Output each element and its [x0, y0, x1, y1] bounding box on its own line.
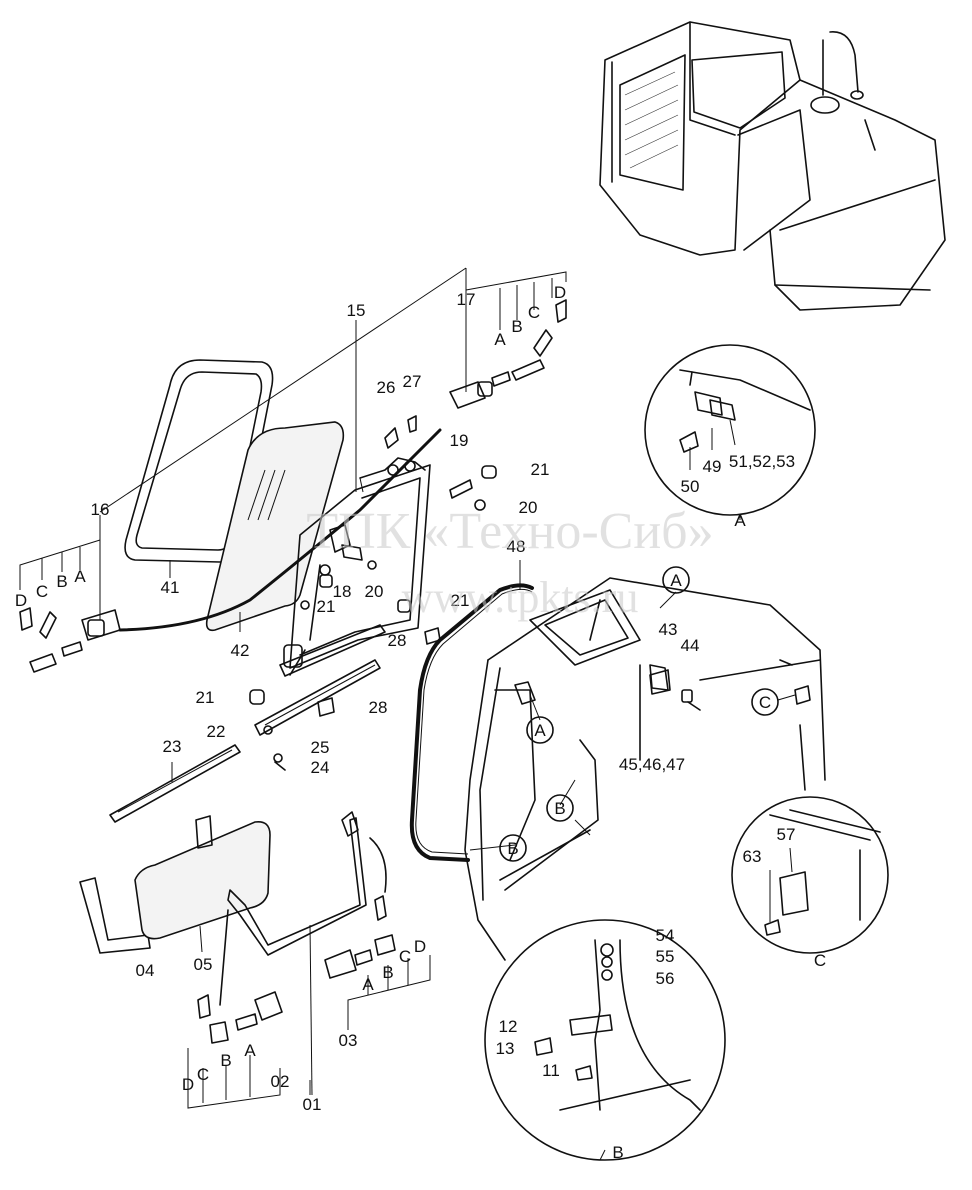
callout-19: 19: [450, 431, 469, 450]
callout-12: 12: [499, 1017, 518, 1036]
marker-c: C: [759, 693, 771, 712]
part-02-a: A: [244, 1041, 256, 1060]
callout-49: 49: [703, 457, 722, 476]
callout-63: 63: [743, 847, 762, 866]
detail-view-b: [484, 919, 726, 1161]
part-17-d: D: [554, 283, 566, 302]
leader-brackets: [19, 267, 796, 1109]
part-03-a: A: [362, 975, 374, 994]
callout-55: 55: [656, 947, 675, 966]
cab-frame: [464, 577, 826, 961]
marker-b-right: B: [554, 799, 565, 818]
callout-20-left: 20: [365, 582, 384, 601]
callout-28-top: 28: [388, 631, 407, 650]
rail-22: [254, 659, 381, 736]
overview-excavator: [599, 21, 946, 311]
callout-26: 26: [377, 378, 396, 397]
callout-24: 24: [311, 758, 330, 777]
part-16-d: D: [15, 591, 27, 610]
callout-18: 18: [333, 582, 352, 601]
callout-04: 04: [136, 961, 155, 980]
callout-28-bottom: 28: [369, 698, 388, 717]
part-03-c: C: [399, 947, 411, 966]
callout-54: 54: [656, 926, 675, 945]
callout-01: 01: [303, 1095, 322, 1114]
callout-45-46-47: 45,46,47: [619, 755, 685, 774]
lock-02: [197, 909, 283, 1044]
callout-02: 02: [271, 1072, 290, 1091]
rail-23: [109, 744, 241, 823]
part-16-a: A: [74, 567, 86, 586]
callout-05: 05: [194, 955, 213, 974]
callout-15: 15: [347, 301, 366, 320]
callout-43: 43: [659, 620, 678, 639]
part-17-b: B: [511, 317, 522, 336]
callout-41: 41: [161, 578, 180, 597]
part-17-a: A: [494, 330, 506, 349]
callout-42: 42: [231, 641, 250, 660]
callout-21-right: 21: [531, 460, 550, 479]
callout-21-left: 21: [196, 688, 215, 707]
marker-a-left: A: [534, 721, 546, 740]
bracket-43: [649, 669, 701, 711]
callout-21-mid: 21: [317, 597, 336, 616]
part-02-d: D: [182, 1075, 194, 1094]
callout-13: 13: [496, 1039, 515, 1058]
detail-c-label: C: [814, 951, 826, 970]
marker-a-top: A: [670, 571, 682, 590]
callout-17: 17: [457, 290, 476, 309]
callout-50: 50: [681, 477, 700, 496]
lower-window-assembly: [79, 811, 387, 1096]
callout-23: 23: [163, 737, 182, 756]
watermark-url: www.tpkts.ru: [402, 573, 639, 622]
callout-03: 03: [339, 1031, 358, 1050]
detail-view-c: [731, 796, 889, 954]
part-16-c: C: [36, 582, 48, 601]
callout-48: 48: [507, 537, 526, 556]
lock-16: [19, 607, 121, 673]
front-glass-42: [205, 421, 345, 632]
callout-27: 27: [403, 372, 422, 391]
detail-b-label: B: [612, 1143, 623, 1162]
callout-57: 57: [777, 825, 796, 844]
callout-51-52-53: 51,52,53: [729, 452, 795, 471]
marker-b-left: B: [507, 839, 518, 858]
callout-21-upper: 21: [451, 591, 470, 610]
part-03-d: D: [414, 937, 426, 956]
part-02-b: B: [220, 1051, 231, 1070]
part-17-c: C: [528, 303, 540, 322]
watermark-title: ТПК «Техно-Сиб»: [306, 503, 713, 560]
callout-44: 44: [681, 636, 700, 655]
lock-17: [449, 299, 567, 409]
fasteners: [249, 415, 497, 771]
callout-25: 25: [311, 738, 330, 757]
part-02-c: C: [197, 1065, 209, 1084]
lock-03: [324, 895, 396, 979]
location-markers: [499, 566, 779, 862]
door-seal-48: [409, 560, 534, 862]
callout-56: 56: [656, 969, 675, 988]
part-03-b: B: [382, 963, 393, 982]
callout-16: 16: [91, 500, 110, 519]
part-16-b: B: [56, 572, 67, 591]
detail-a-label: A: [734, 511, 746, 530]
callout-20-right: 20: [519, 498, 538, 517]
callout-11: 11: [542, 1061, 560, 1080]
detail-view-a: [644, 344, 816, 520]
callout-22: 22: [207, 722, 226, 741]
